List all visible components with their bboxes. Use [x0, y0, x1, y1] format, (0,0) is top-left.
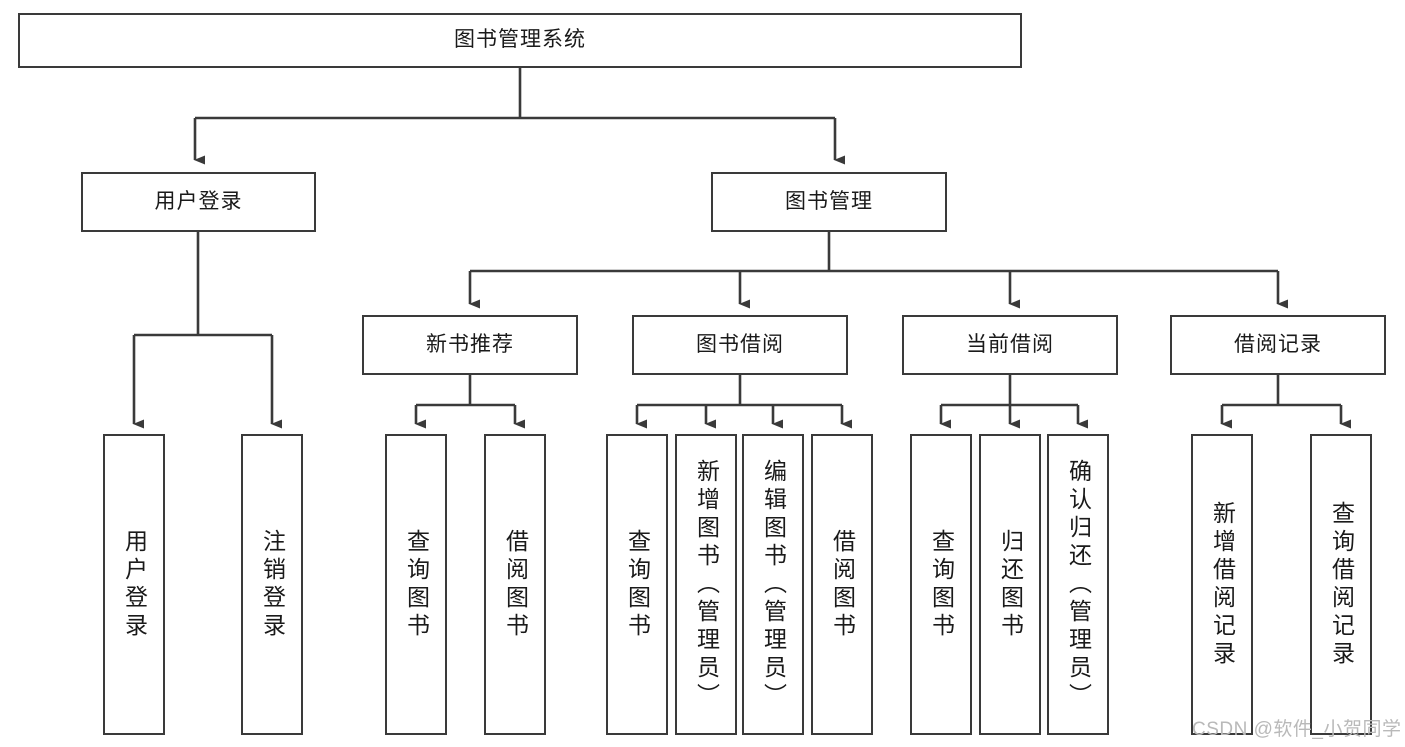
- leaf-user-login[interactable]: 用户登录: [103, 434, 165, 735]
- leaf-user-logout[interactable]: 注销登录: [241, 434, 303, 735]
- node-label: 新增借阅记录: [1209, 500, 1236, 669]
- node-label: 图书管理系统: [454, 28, 586, 52]
- node-label: 当前借阅: [966, 332, 1054, 356]
- node-label: 查询借阅记录: [1328, 500, 1355, 669]
- node-label: 借阅记录: [1234, 332, 1322, 356]
- node-label: 归还图书: [997, 528, 1024, 641]
- node-label: 编辑图书（管理员）: [760, 458, 787, 711]
- node-label: 借阅图书: [502, 528, 529, 641]
- leaf-current-query-book[interactable]: 查询图书: [910, 434, 972, 735]
- leaf-borrow-add-book-admin[interactable]: 新增图书（管理员）: [675, 434, 737, 735]
- node-label: 查询图书: [928, 528, 955, 641]
- node-label: 图书管理: [785, 189, 873, 213]
- node-label: 借阅图书: [829, 528, 856, 641]
- node-label: 查询图书: [403, 528, 430, 641]
- leaf-borrow-borrow-book[interactable]: 借阅图书: [811, 434, 873, 735]
- leaf-borrow-edit-book-admin[interactable]: 编辑图书（管理员）: [742, 434, 804, 735]
- leaf-current-confirm-return-admin[interactable]: 确认归还（管理员）: [1047, 434, 1109, 735]
- leaf-record-add-borrow-record[interactable]: 新增借阅记录: [1191, 434, 1253, 735]
- node-book-management[interactable]: 图书管理: [711, 172, 947, 232]
- node-label: 新书推荐: [426, 332, 514, 356]
- node-label: 注销登录: [259, 528, 286, 641]
- node-label: 用户登录: [154, 189, 243, 213]
- leaf-record-query-borrow-record[interactable]: 查询借阅记录: [1310, 434, 1372, 735]
- leaf-borrow-query-book[interactable]: 查询图书: [606, 434, 668, 735]
- node-label: 查询图书: [624, 528, 651, 641]
- node-label: 用户登录: [121, 528, 148, 641]
- node-root-system[interactable]: 图书管理系统: [18, 13, 1022, 68]
- node-book-borrow[interactable]: 图书借阅: [632, 315, 848, 375]
- node-label: 新增图书（管理员）: [693, 458, 720, 711]
- leaf-recommend-borrow-book[interactable]: 借阅图书: [484, 434, 546, 735]
- csdn-watermark: CSDN @软件_小贺同学: [1192, 719, 1402, 740]
- node-borrow-record[interactable]: 借阅记录: [1170, 315, 1386, 375]
- node-new-book-recommend[interactable]: 新书推荐: [362, 315, 578, 375]
- leaf-current-return-book[interactable]: 归还图书: [979, 434, 1041, 735]
- node-current-borrow[interactable]: 当前借阅: [902, 315, 1118, 375]
- node-label: 图书借阅: [696, 332, 784, 356]
- node-user-login[interactable]: 用户登录: [81, 172, 316, 232]
- node-label: 确认归还（管理员）: [1065, 458, 1092, 711]
- leaf-recommend-query-book[interactable]: 查询图书: [385, 434, 447, 735]
